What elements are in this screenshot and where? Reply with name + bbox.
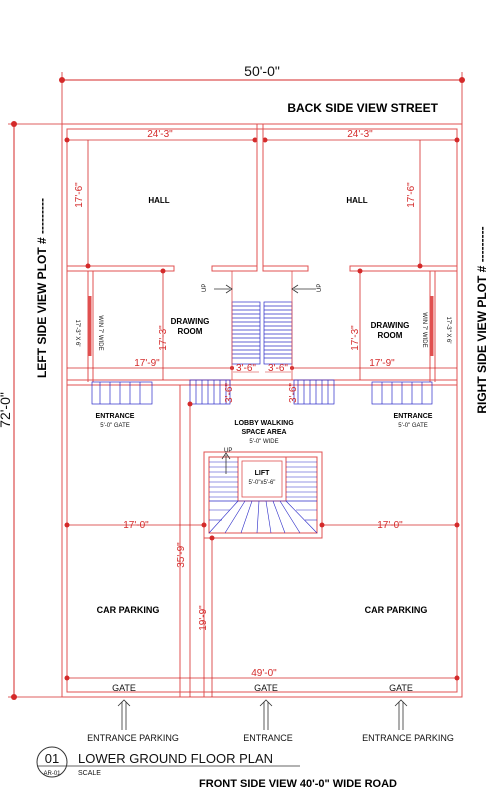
sheet-number: AR-01 xyxy=(43,771,61,777)
overall-depth-dimension: 72'-0" xyxy=(0,121,62,700)
front-road-label: FRONT SIDE VIEW 40'-0" WIDE ROAD xyxy=(199,778,397,790)
car-parking-right-label: CAR PARKING xyxy=(365,605,428,615)
overall-width-dimension: 50'-0" xyxy=(59,63,465,125)
entrance-left-label: ENTRANCE xyxy=(96,413,135,420)
hall-right-label: HALL xyxy=(346,196,367,205)
gate-right-label: GATE xyxy=(389,683,413,693)
entrance-arrows xyxy=(117,699,408,730)
win-right-size: 17'-3" X 6' xyxy=(445,316,451,343)
stair-w2-text: 3'-6" xyxy=(268,363,288,374)
arrow-up-left-icon xyxy=(117,699,131,730)
up-arrows-top: UP UP xyxy=(202,284,323,294)
up-label-right: UP xyxy=(317,284,323,292)
vertical-lobby-dimensions: 35'-9" 19'-9" xyxy=(176,401,215,697)
entrance-parking-left: ENTRANCE PARKING xyxy=(87,733,179,743)
bottom-width-dimension: 49'-0" xyxy=(64,668,460,681)
parking-depth-text: 19'-9" xyxy=(198,605,209,631)
gate-mid-label: GATE xyxy=(254,683,278,693)
right-side-label: RIGHT SIDE VIEW PLOT # --------- xyxy=(475,226,489,413)
right-drawing-depth-text: 17'-3" xyxy=(350,325,361,351)
left-hall-depth-text: 17'-6" xyxy=(74,182,85,208)
hall-depth-dimensions: 17'-6" 17'-6" xyxy=(74,140,423,269)
space-area-label: SPACE AREA xyxy=(241,429,286,436)
gate-left-label: GATE xyxy=(112,683,136,693)
win-left-label: WIN 7' WIDE xyxy=(97,315,103,350)
interior-walls xyxy=(66,124,458,697)
stair-width-dimensions: 3'-6" 3'-6" 3'-6" 3'-6" xyxy=(224,363,299,403)
entrance-mid: ENTRANCE xyxy=(243,733,293,743)
lift-size-label: 5'-0"x5'-6" xyxy=(249,480,276,486)
up-arrow-left-icon xyxy=(214,284,233,294)
upper-staircase xyxy=(91,301,433,405)
room-right-label: ROOM xyxy=(378,331,403,340)
left-drawing-depth-text: 17'-3" xyxy=(158,325,169,351)
lift-up-label: UP xyxy=(224,448,232,454)
title-number: 01 xyxy=(45,751,59,766)
stair-w1-text: 3'-6" xyxy=(236,363,256,374)
back-street-label: BACK SIDE VIEW STREET xyxy=(287,101,438,115)
scale-label: SCALE xyxy=(78,770,101,777)
drawing-depth-dimensions: 17'-3" 17'-3" xyxy=(158,268,363,380)
lobby-depth-text: 35'-9" xyxy=(176,542,187,568)
arrow-up-right-icon xyxy=(394,699,408,730)
up-label-left: UP xyxy=(202,284,208,292)
gate-left-label: 5'-0" GATE xyxy=(100,423,130,429)
lift-up-arrow: UP xyxy=(221,448,232,474)
lobby-label: LOBBY WALKING xyxy=(234,420,294,427)
right-hall-depth-text: 17'-6" xyxy=(406,182,417,208)
entrance-right-label: ENTRANCE xyxy=(394,413,433,420)
gate-right-label: 5'-0" GATE xyxy=(398,423,428,429)
lift-staircase xyxy=(208,456,318,534)
right-drawing-width-text: 17'-9" xyxy=(369,358,395,369)
title-block: 01 LOWER GROUND FLOOR PLAN AR-01 SCALE xyxy=(36,746,300,778)
title-text: LOWER GROUND FLOOR PLAN xyxy=(78,751,273,766)
bottom-width-text: 49'-0" xyxy=(251,668,277,679)
overall-width-text: 50'-0" xyxy=(244,63,280,79)
lobby-wide-label: 5'-0" WIDE xyxy=(249,439,278,445)
left-drawing-width-text: 17'-9" xyxy=(134,358,160,369)
room-left-label: ROOM xyxy=(178,327,203,336)
right-top-width-text: 24'-3" xyxy=(347,129,373,140)
drawing-right-label: DRAWING xyxy=(371,321,410,330)
top-width-dimensions: 24'-3" 24'-3" xyxy=(64,129,460,143)
outer-walls xyxy=(61,123,463,698)
drawing-width-dimensions: 17'-9" 17'-9" xyxy=(67,358,457,370)
windows xyxy=(88,296,434,356)
win-right-label: WIN 7' WIDE xyxy=(421,312,427,347)
entrance-parking-right: ENTRANCE PARKING xyxy=(362,733,454,743)
left-parking-width-text: 17'-0" xyxy=(123,520,149,531)
arrow-up-mid-icon xyxy=(259,699,273,730)
parking-width-dimensions: 17'-0" 17'-0" xyxy=(64,520,460,531)
win-left-size: 17'-3" X 6' xyxy=(74,319,80,346)
car-parking-left-label: CAR PARKING xyxy=(97,605,160,615)
right-parking-width-text: 17'-0" xyxy=(377,520,403,531)
stair-v1-text: 3'-6" xyxy=(224,383,235,403)
hall-left-label: HALL xyxy=(148,196,169,205)
overall-depth-text: 72'-0" xyxy=(0,392,13,428)
left-side-label: LEFT SIDE VIEW PLOT # --------- xyxy=(35,198,49,378)
stair-v2-text: 3'-6" xyxy=(288,383,299,403)
left-top-width-text: 24'-3" xyxy=(147,129,173,140)
up-arrow-lift-icon xyxy=(221,452,231,474)
up-arrow-right-icon xyxy=(291,284,316,294)
lift-label: LIFT xyxy=(255,470,270,477)
drawing-left-label: DRAWING xyxy=(171,317,210,326)
